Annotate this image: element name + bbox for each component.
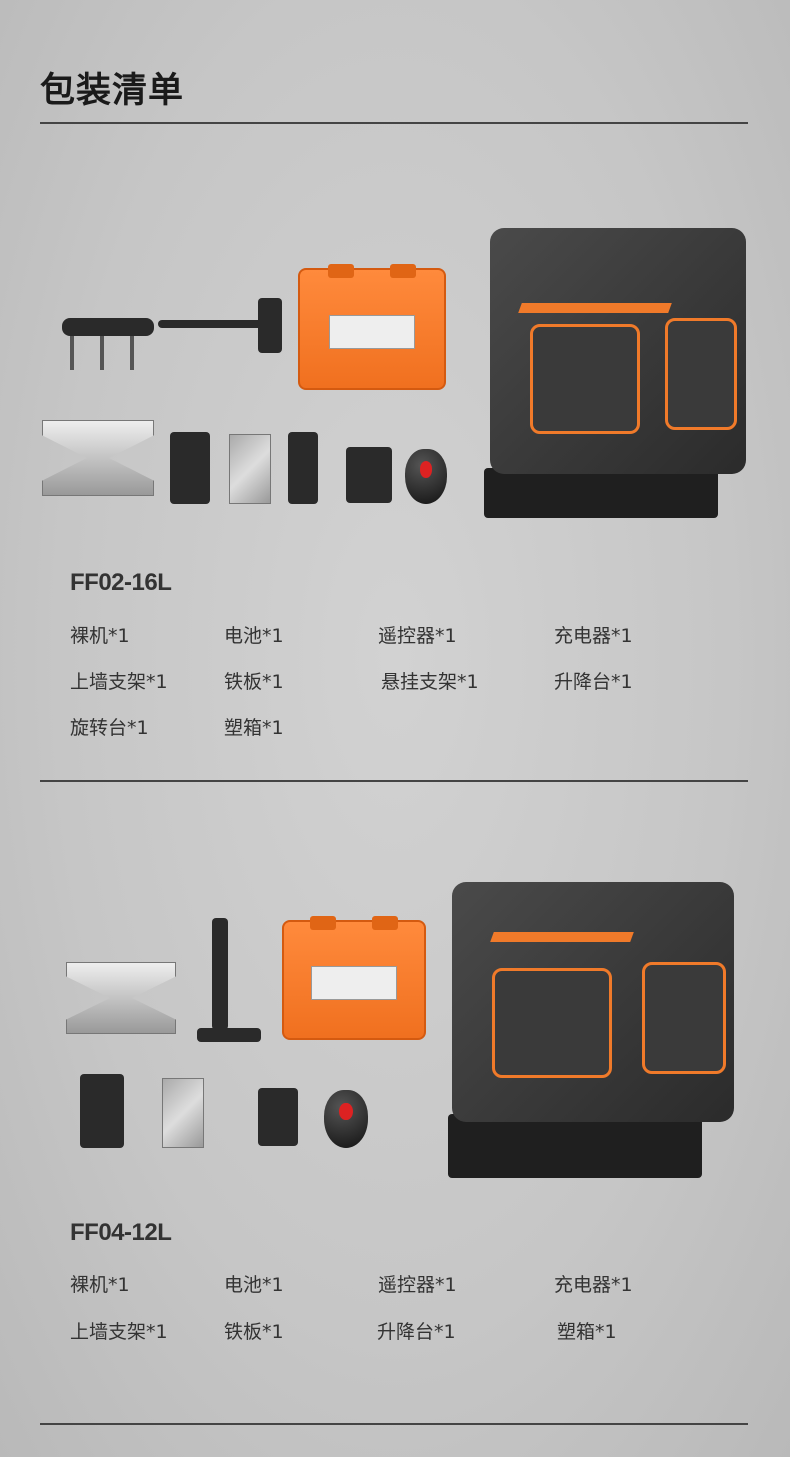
list-item: 电池*1 xyxy=(224,625,284,647)
battery-icon xyxy=(80,1074,124,1148)
list-item: 遥控器*1 xyxy=(378,625,457,647)
hanging-bracket-icon xyxy=(158,320,268,328)
laser-level-device xyxy=(452,882,734,1122)
list-item: 塑箱*1 xyxy=(224,717,284,739)
charger-icon xyxy=(346,447,392,503)
list-item: 悬挂支架*1 xyxy=(381,671,479,693)
model-label: FF02-16L xyxy=(70,569,172,596)
divider xyxy=(40,122,748,124)
list-item: 上墙支架*1 xyxy=(70,671,168,693)
wall-bracket-icon xyxy=(288,432,318,504)
lift-table-icon xyxy=(42,420,154,496)
charger-icon xyxy=(258,1088,298,1146)
list-item: 塑箱*1 xyxy=(557,1321,617,1343)
laser-base xyxy=(448,1114,702,1178)
remote-control-icon xyxy=(405,449,447,504)
battery-icon xyxy=(170,432,210,504)
plastic-case-icon xyxy=(282,916,426,1040)
list-item: 旋转台*1 xyxy=(70,717,149,739)
laser-level-device xyxy=(490,228,746,474)
lift-table-icon xyxy=(66,962,176,1034)
rotating-base-legs xyxy=(62,336,152,370)
list-item: 铁板*1 xyxy=(224,671,284,693)
hanging-bracket-mount xyxy=(258,298,282,353)
list-item: 铁板*1 xyxy=(224,1321,284,1343)
list-item: 遥控器*1 xyxy=(378,1274,457,1296)
list-item: 上墙支架*1 xyxy=(70,1321,168,1343)
laser-base xyxy=(484,468,718,518)
list-item: 升降台*1 xyxy=(377,1321,456,1343)
list-item: 裸机*1 xyxy=(70,625,130,647)
divider xyxy=(40,1423,748,1425)
model-label: FF04-12L xyxy=(70,1219,172,1246)
iron-plate-icon xyxy=(162,1078,204,1148)
wall-bracket-base xyxy=(197,1028,261,1042)
list-item: 升降台*1 xyxy=(554,671,633,693)
iron-plate-icon xyxy=(229,434,271,504)
page-title: 包装清单 xyxy=(40,71,185,111)
rotating-base-icon xyxy=(62,318,154,336)
list-item: 充电器*1 xyxy=(554,1274,633,1296)
divider xyxy=(40,780,748,782)
plastic-case-icon xyxy=(298,264,446,390)
list-item: 充电器*1 xyxy=(554,625,633,647)
remote-control-icon xyxy=(324,1090,368,1148)
list-item: 电池*1 xyxy=(224,1274,284,1296)
list-item: 裸机*1 xyxy=(70,1274,130,1296)
wall-bracket-icon xyxy=(212,918,228,1030)
